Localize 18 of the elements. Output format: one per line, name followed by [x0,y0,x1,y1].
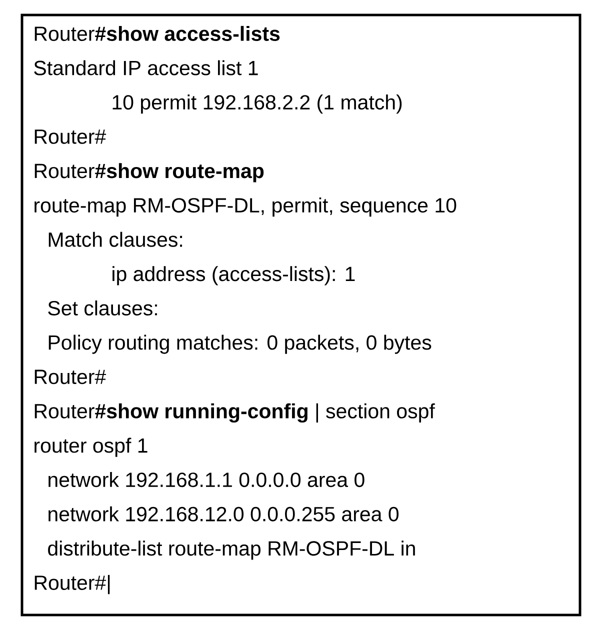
output-line: router ospf 1 [34,438,148,457]
terminal-output-box [20,14,582,616]
output-line: Policy routing matches: 0 packets, 0 bytes [48,334,432,354]
output-line: Match clauses: [48,232,182,247]
output-line: 10 permit 192.168.2.2 (1 match) [112,94,402,114]
output-line: Router#show route-map [34,163,264,182]
output-line: Router# [34,130,106,144]
output-line: Router#| [34,574,110,594]
output-line: Router# [34,370,106,384]
output-line: Router#show running-config | section ospf [34,403,435,423]
output-line: Router#show access-lists [34,26,280,41]
output-line: distribute-list route-map RM-OSPF-DL in [48,540,415,560]
output-line: network 192.168.1.1 0.0.0.0 area 0 [48,472,364,488]
output-line: ip address (access-lists): 1 [112,266,355,286]
output-line: Set clauses: [48,300,157,316]
output-line: Standard IP access list 1 [34,60,258,76]
output-line: network 192.168.12.0 0.0.0.255 area 0 [48,506,399,522]
output-line: route-map RM-OSPF-DL, permit, sequence 10 [34,198,456,217]
